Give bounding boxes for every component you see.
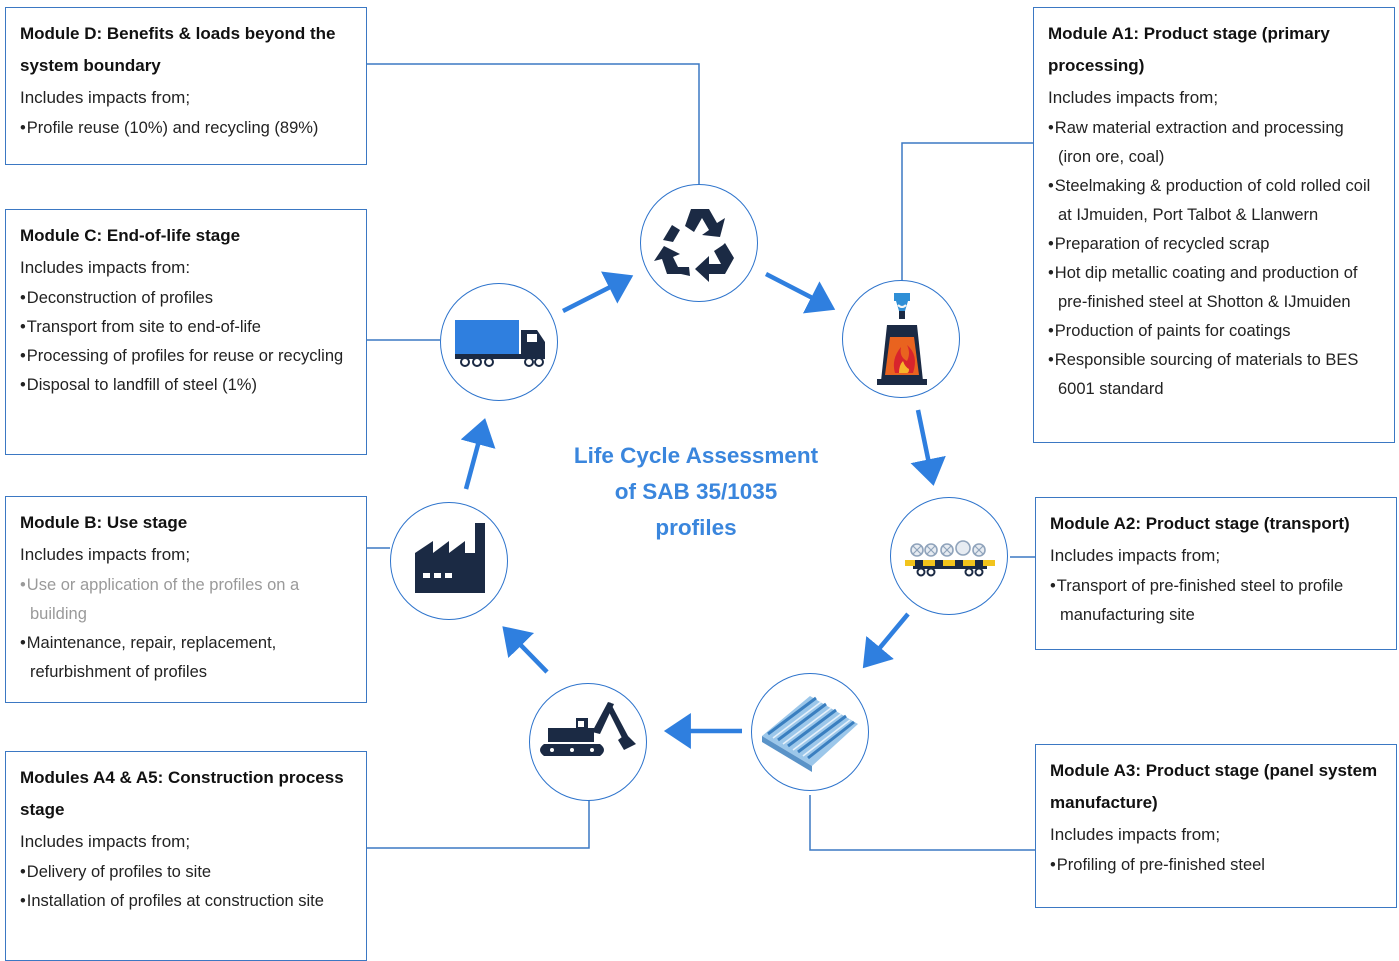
list-item: Profile reuse (10%) and recycling (89%) [20,114,352,143]
connector-d [366,63,700,190]
module-d-box: Module D: Benefits & loads beyond the sy… [5,7,367,165]
steel-coil-transport-icon [905,540,995,577]
module-c-box: Module C: End-of-life stage Includes imp… [5,209,367,455]
center-title-line-1: Life Cycle Assessment [573,443,819,468]
list-item: Steelmaking & production of cold rolled … [1048,172,1380,230]
module-a1-box: Module A1: Product stage (primary proces… [1033,7,1395,443]
module-d-title: Module D: Benefits & loads beyond the sy… [20,24,336,75]
profiles-node [751,673,869,791]
list-item: Responsible sourcing of materials to BES… [1048,346,1380,404]
module-a3-title: Module A3: Product stage (panel system m… [1050,761,1378,812]
module-a45-intro: Includes impacts from; [20,832,191,851]
module-b-box: Module B: Use stage Includes impacts fro… [5,496,367,703]
excavator-node [529,683,647,801]
module-a3-list: Profiling of pre-finished steel [1050,851,1382,880]
module-a1-list: Raw material extraction and processing (… [1048,114,1380,404]
recycle-node [640,184,758,302]
module-a3-box: Module A3: Product stage (panel system m… [1035,744,1397,908]
connector-a45 [366,800,590,849]
list-item: Transport of pre-finished steel to profi… [1050,572,1382,630]
module-a45-list: Delivery of profiles to site Installatio… [20,858,352,916]
furnace-icon [877,293,927,385]
connector-a1 [901,142,1033,282]
module-a1-intro: Includes impacts from; [1048,88,1219,107]
module-c-intro: Includes impacts from: [20,258,191,277]
module-c-list: Deconstruction of profiles Transport fro… [20,284,352,400]
truck-node [440,283,558,401]
module-a2-list: Transport of pre-finished steel to profi… [1050,572,1382,630]
module-c-title: Module C: End-of-life stage [20,226,241,245]
list-item: Transport from site to end-of-life [20,313,352,342]
module-a2-intro: Includes impacts from; [1050,546,1221,565]
module-a3-intro: Includes impacts from; [1050,825,1221,844]
coils-node [890,497,1008,615]
recycle-icon [654,209,734,282]
factory-icon [415,523,485,593]
center-title-line-3: profiles [655,515,737,540]
list-item: Maintenance, repair, replacement, refurb… [20,629,352,687]
list-item: Preparation of recycled scrap [1048,230,1380,259]
center-title-line-2: of SAB 35/1035 [614,479,778,504]
list-item: Hot dip metallic coating and production … [1048,259,1380,317]
list-item: Processing of profiles for reuse or recy… [20,342,352,371]
module-a2-title: Module A2: Product stage (transport) [1050,514,1350,533]
list-item: Production of paints for coatings [1048,317,1380,346]
list-item: Deconstruction of profiles [20,284,352,313]
list-item: Installation of profiles at construction… [20,887,352,916]
list-item: Use or application of the profiles on a … [20,571,352,629]
module-a45-title: Modules A4 & A5: Construction process st… [20,768,344,819]
furnace-node [842,280,960,398]
module-a2-box: Module A2: Product stage (transport) Inc… [1035,497,1397,650]
steel-profile-sheets-icon [762,696,858,772]
connector-a3 [809,795,1035,851]
excavator-icon [540,702,636,756]
module-b-list: Use or application of the profiles on a … [20,571,352,687]
list-item: Disposal to landfill of steel (1%) [20,371,352,400]
module-a1-title: Module A1: Product stage (primary proces… [1048,24,1330,75]
truck-icon [455,320,545,367]
list-item: Delivery of profiles to site [20,858,352,887]
factory-node [390,502,508,620]
module-d-intro: Includes impacts from; [20,88,191,107]
module-b-intro: Includes impacts from; [20,545,191,564]
module-b-title: Module B: Use stage [20,513,188,532]
module-a45-box: Modules A4 & A5: Construction process st… [5,751,367,961]
module-d-list: Profile reuse (10%) and recycling (89%) [20,114,352,143]
list-item: Raw material extraction and processing (… [1048,114,1380,172]
list-item: Profiling of pre-finished steel [1050,851,1382,880]
center-title: Life Cycle Assessment of SAB 35/1035 pro… [540,438,852,546]
